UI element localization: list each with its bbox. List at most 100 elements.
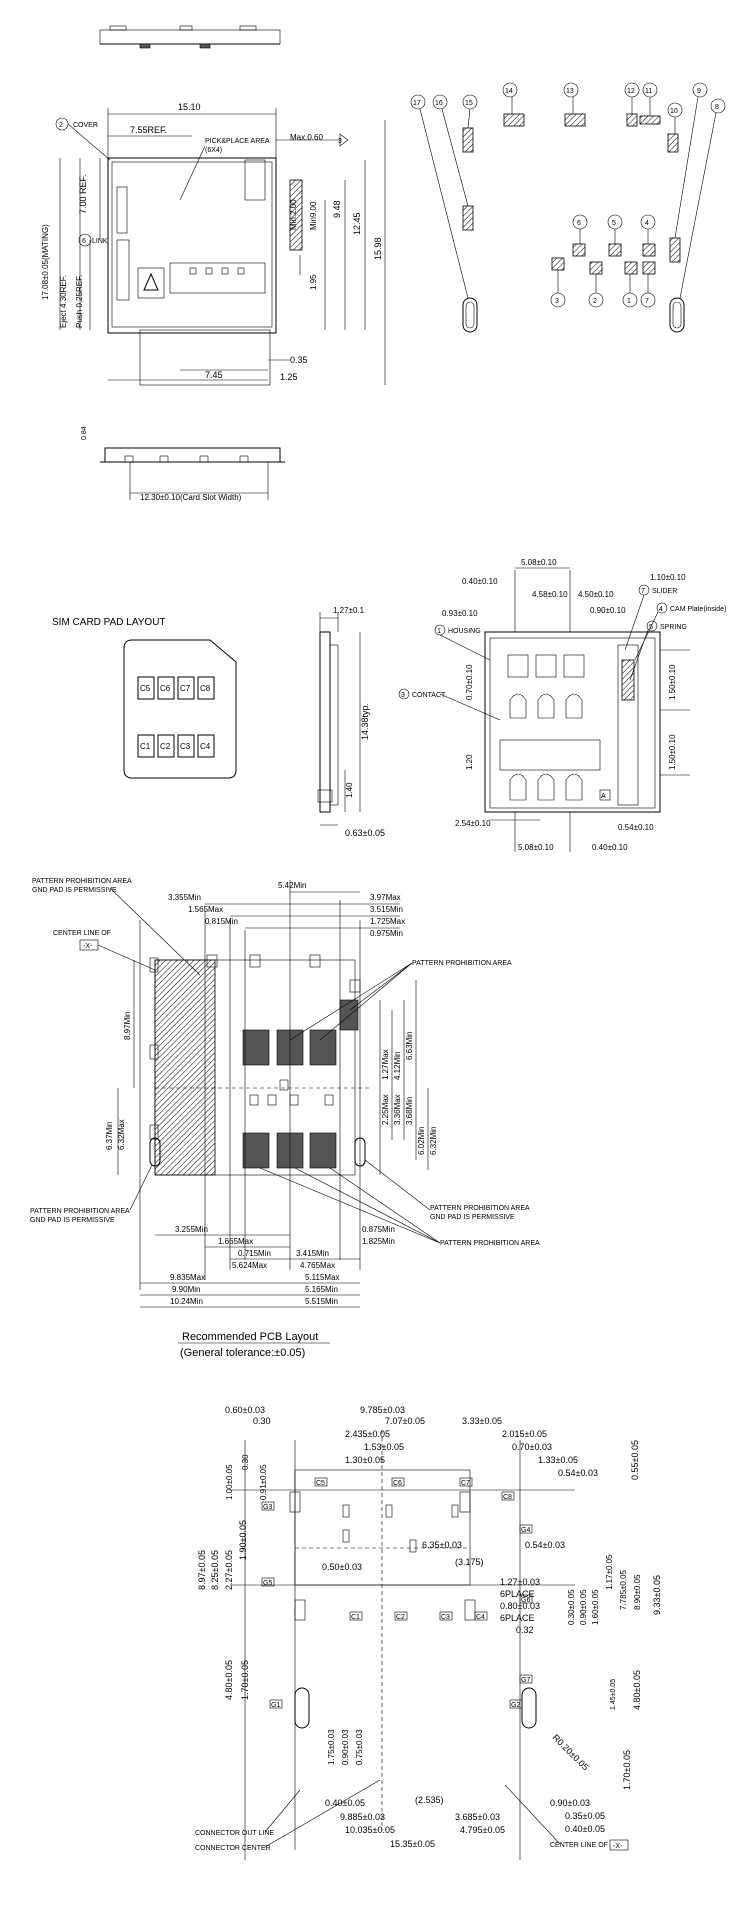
pad-c5: C5: [140, 684, 151, 693]
dim-1438: 14.38typ.: [360, 703, 370, 740]
pp-gnd-3: PATTERN PROHIBITION AREA: [430, 1205, 530, 1212]
callout-bubbles: 17 16 15 14 13 12 11 10 9 8 6 5 4: [410, 82, 726, 308]
pad-c4: C4: [200, 742, 211, 751]
svg-text:1.725Max: 1.725Max: [370, 917, 405, 926]
svg-text:C8: C8: [503, 1494, 512, 1501]
dim-127: 1.27±0.1: [333, 606, 365, 615]
pad-tags: C5 C6 C7 C8 C1 C2 C3 C4 G3 G4 G5 G6 G7 G…: [261, 1477, 533, 1709]
svg-text:1.60±0.05: 1.60±0.05: [591, 1589, 600, 1625]
svg-text:G5: G5: [263, 1580, 272, 1587]
svg-text:9.785±0.03: 9.785±0.03: [360, 1405, 405, 1415]
dim-1510: 15.10: [178, 102, 201, 112]
svg-text:0.715Min: 0.715Min: [238, 1249, 271, 1258]
svg-text:6.63Min: 6.63Min: [405, 1032, 414, 1060]
pp-area-2: PATTERN PROHIBITION AREA: [440, 1240, 540, 1247]
dim-948: 9.48: [332, 200, 342, 218]
pad-c2: C2: [160, 742, 171, 751]
dim-040-b: 0.40±0.10: [592, 843, 628, 852]
dim-195: 1.95: [309, 274, 318, 290]
svg-text:0.91±0.05: 0.91±0.05: [259, 1464, 268, 1500]
svg-text:7.07±0.05: 7.07±0.05: [385, 1416, 425, 1426]
svg-text:6PLACE: 6PLACE: [500, 1589, 535, 1599]
svg-text:0.90±0.03: 0.90±0.03: [550, 1798, 590, 1808]
dim-1708: 17.08±0.05(MATING): [41, 224, 50, 300]
pp-area-1: PATTERN PROHIBITION AREA: [412, 960, 512, 967]
center-line-of-label: CENTER LINE OF: [550, 1842, 608, 1849]
svg-text:1.33±0.05: 1.33±0.05: [538, 1455, 578, 1465]
dim-040: 0.40±0.10: [462, 577, 498, 586]
center-line-label: CENTER LINE OF: [53, 930, 111, 937]
svg-text:12: 12: [627, 88, 635, 95]
svg-text:3.255Min: 3.255Min: [175, 1225, 208, 1234]
svg-text:16: 16: [435, 100, 443, 107]
svg-text:0.35±0.05: 0.35±0.05: [565, 1811, 605, 1821]
pcb-title: Recommended PCB Layout: [182, 1331, 318, 1343]
pcb-dims-bottom: 3.255Min 1.665Max 0.715Min 5.624Max 3.41…: [140, 1225, 395, 1308]
svg-text:0.70±0.03: 0.70±0.03: [512, 1442, 552, 1452]
svg-text:1.27Max: 1.27Max: [381, 1049, 390, 1080]
connector-detail-view: A 1 HOUSING 3 CONTACT 7 SLIDER 4 CAM Pla…: [398, 558, 726, 852]
dim-093: 0.93±0.10: [442, 609, 478, 618]
dim-063: 0.63±0.05: [345, 828, 385, 838]
slider-label: SLIDER: [652, 588, 677, 595]
side-view-lower: 0.84 12.30±0.10(Card Slot Width): [81, 426, 285, 502]
svg-text:2.27±0.05: 2.27±0.05: [224, 1550, 234, 1590]
pcb-tolerance: (General tolerance:±0.05): [180, 1347, 305, 1359]
svg-text:6.32Max: 6.32Max: [117, 1119, 126, 1150]
pcb-dims-right: 1.27Max 4.12Min 6.63Min 2.25Max 3.36Max …: [379, 980, 438, 1175]
svg-text:G2: G2: [511, 1702, 520, 1709]
svg-text:0.90±0.05: 0.90±0.05: [579, 1589, 588, 1625]
max-060-dim: Max.0.60: [290, 133, 323, 142]
svg-text:10: 10: [670, 108, 678, 115]
svg-text:0.30±0.05: 0.30±0.05: [567, 1589, 576, 1625]
svg-text:C2: C2: [396, 1614, 405, 1621]
pad-c1: C1: [140, 742, 151, 751]
pp-gnd-2: PATTERN PROHIBITION AREA: [30, 1208, 130, 1215]
svg-text:G1: G1: [271, 1702, 280, 1709]
pad-c7: C7: [180, 684, 191, 693]
svg-text:1.75±0.03: 1.75±0.03: [327, 1729, 336, 1765]
dim-1598: 15.98: [373, 237, 383, 260]
connector-out-line-label: CONNECTOR OUT LINE: [195, 1830, 274, 1837]
svg-text:9.90Min: 9.90Min: [172, 1285, 200, 1294]
svg-text:3: 3: [401, 692, 405, 699]
svg-text:5.165Min: 5.165Min: [305, 1285, 338, 1294]
side-view-middle: 1.27±0.1 14.38typ. 1.40 0.63±0.05: [317, 606, 385, 838]
svg-text:1.45±0.05: 1.45±0.05: [610, 1679, 617, 1710]
svg-text:0.55±0.05: 0.55±0.05: [630, 1440, 640, 1480]
center-x-tag-bottom: -X-: [613, 1843, 623, 1850]
connector-center-label: CONNECTOR CENTER: [195, 1845, 271, 1852]
sim-card-pad-layout: SIM CARD PAD LAYOUT C5 C6 C7 C8 C1 C2 C3…: [52, 617, 237, 779]
svg-text:6.32Min: 6.32Min: [429, 1127, 438, 1155]
svg-text:8.90±0.05: 8.90±0.05: [633, 1574, 642, 1610]
svg-text:7.785±0.05: 7.785±0.05: [619, 1569, 628, 1610]
svg-text:10.035±0.05: 10.035±0.05: [345, 1825, 395, 1835]
svg-text:3.33±0.05: 3.33±0.05: [462, 1416, 502, 1426]
pad-c3: C3: [180, 742, 191, 751]
pp-gnd-1b: GND PAD IS PERMISSIVE: [32, 887, 117, 894]
svg-text:(3.175): (3.175): [455, 1557, 484, 1567]
pcb-prohibition-layout: PATTERN PROHIBITION AREA GND PAD IS PERM…: [30, 878, 540, 1359]
housing-label: HOUSING: [448, 628, 481, 635]
pick-place-size: (6X4): [205, 147, 222, 154]
parts-callouts: 17 16 15 14 13 12 11 10 9 8 6 5 4: [410, 82, 726, 333]
svg-text:1.17±0.05: 1.17±0.05: [605, 1554, 614, 1590]
svg-text:1.00±0.05: 1.00±0.05: [225, 1464, 234, 1500]
svg-text:0.90±0.03: 0.90±0.03: [341, 1729, 350, 1765]
svg-text:7: 7: [641, 588, 645, 595]
dim-508-bot: 5.08±0.10: [518, 843, 554, 852]
svg-text:6.02Min: 6.02Min: [417, 1127, 426, 1155]
center-x-tag: -X-: [83, 943, 93, 950]
svg-text:4.795±0.05: 4.795±0.05: [460, 1825, 505, 1835]
svg-text:3.68Min: 3.68Min: [405, 1097, 414, 1125]
svg-text:4.80±0.05: 4.80±0.05: [632, 1670, 642, 1710]
svg-text:10.24Min: 10.24Min: [170, 1297, 203, 1306]
svg-text:0.40±0.05: 0.40±0.05: [325, 1798, 365, 1808]
svg-text:0.80±0.03: 0.80±0.03: [500, 1601, 540, 1611]
bottom-footprint-drawing: C5 C6 C7 C8 C1 C2 C3 C4 G3 G4 G5 G6 G7 G…: [195, 1405, 662, 1860]
dim-700: 7.00 REF.: [78, 174, 88, 214]
pp-gnd-1: PATTERN PROHIBITION AREA: [32, 878, 132, 885]
svg-text:9: 9: [697, 88, 701, 95]
dim-450: 4.50±0.10: [578, 590, 614, 599]
svg-text:8.97Min: 8.97Min: [123, 1012, 132, 1040]
